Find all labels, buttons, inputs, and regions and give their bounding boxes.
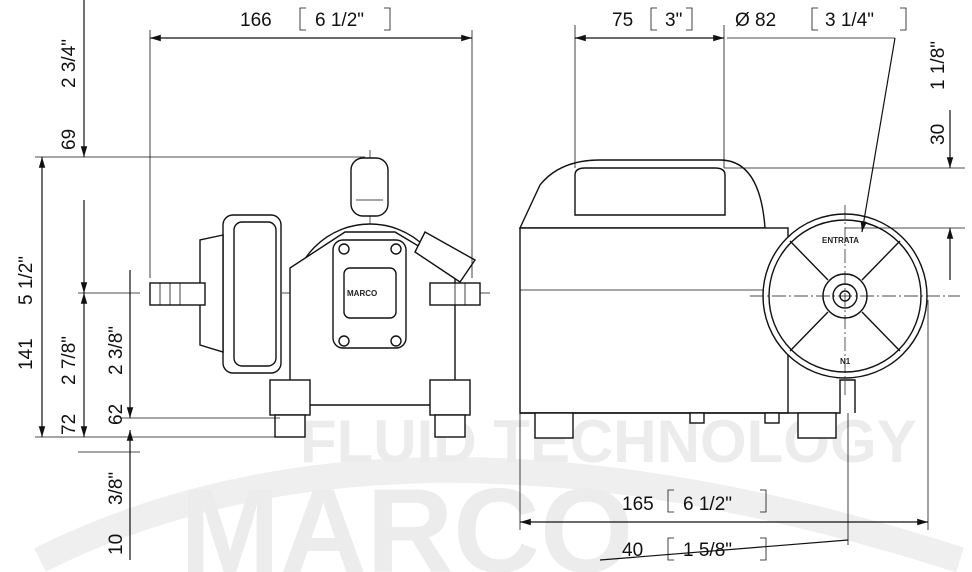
dim-length-right-in: 6 1/2" (683, 494, 732, 515)
front-view: MARCO (149, 150, 490, 438)
dim-height-upper-in: 2 3/4" (59, 39, 80, 88)
side-view-dimensions: 75 3" Ø 82 3 1/4" 30 1 1/8" 165 6 1/2" 4… (519, 7, 965, 561)
dim-height-center-mm: 72 (59, 414, 80, 435)
dim-top-height-in: 1 1/8" (928, 41, 949, 90)
dim-offset-mm: 40 (622, 540, 643, 561)
dim-width-left-in: 6 1/2" (315, 10, 364, 31)
front-view-dimensions: 166 6 1/2" 69 2 3/4" 141 5 1/2" 72 2 7/8… (16, 0, 473, 560)
inlet-label: ENTRATA (822, 236, 859, 245)
dim-height-center-in: 2 7/8" (59, 336, 80, 385)
dim-height-port-mm: 62 (106, 404, 127, 425)
side-view: ENTRATA N1 (518, 159, 960, 439)
dim-height-total-mm: 141 (16, 338, 37, 370)
brand-label: MARCO (347, 289, 377, 298)
dim-diameter-in: 3 1/4" (825, 10, 874, 31)
dim-top-height-mm: 30 (928, 124, 949, 145)
dim-offset-in: 1 5/8" (683, 540, 732, 561)
dim-foot-in: 3/8" (106, 472, 127, 505)
dim-height-upper-mm: 69 (59, 129, 80, 150)
model-label: N1 (840, 357, 851, 366)
dim-foot-mm: 10 (106, 534, 127, 555)
dim-height-port-in: 2 3/8" (106, 326, 127, 375)
dim-width-left-mm: 166 (240, 10, 272, 31)
dim-base-length-mm: 75 (612, 10, 633, 31)
watermark-line2: MARCO (180, 464, 633, 572)
dim-height-total-in: 5 1/2" (16, 256, 37, 305)
dim-diameter-mm: Ø 82 (735, 10, 776, 31)
dim-base-length-in: 3" (665, 10, 682, 31)
dim-length-right-mm: 165 (622, 494, 654, 515)
